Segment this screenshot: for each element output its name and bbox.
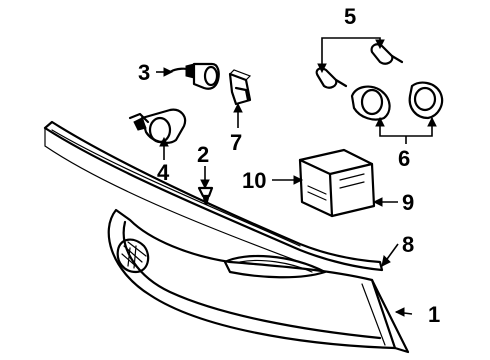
arrowheads [159,39,437,317]
wiring-socket-part [128,108,187,144]
leader-5 [321,37,381,70]
bulb-socket-part [168,62,220,90]
callout-8: 8 [402,232,414,257]
callout-labels: 1 2 3 4 5 6 7 8 9 10 [138,4,440,327]
control-module-part [298,148,376,218]
callout-1: 1 [428,302,440,327]
callout-5: 5 [344,4,356,29]
callout-9: 9 [402,190,414,215]
callout-3: 3 [138,60,150,85]
trim-molding-part [43,120,384,272]
callout-7: 7 [230,130,242,155]
bulb-part-5 [315,43,404,89]
callout-4: 4 [157,160,170,185]
retaining-clip-part [228,69,252,106]
leader-6 [379,118,433,137]
bulb-socket-part-6 [350,81,444,121]
headlamp-housing-part [107,208,410,354]
callout-6: 6 [398,146,410,171]
callout-10: 10 [242,168,266,193]
callout-2: 2 [197,142,209,167]
screw-part [197,186,214,205]
